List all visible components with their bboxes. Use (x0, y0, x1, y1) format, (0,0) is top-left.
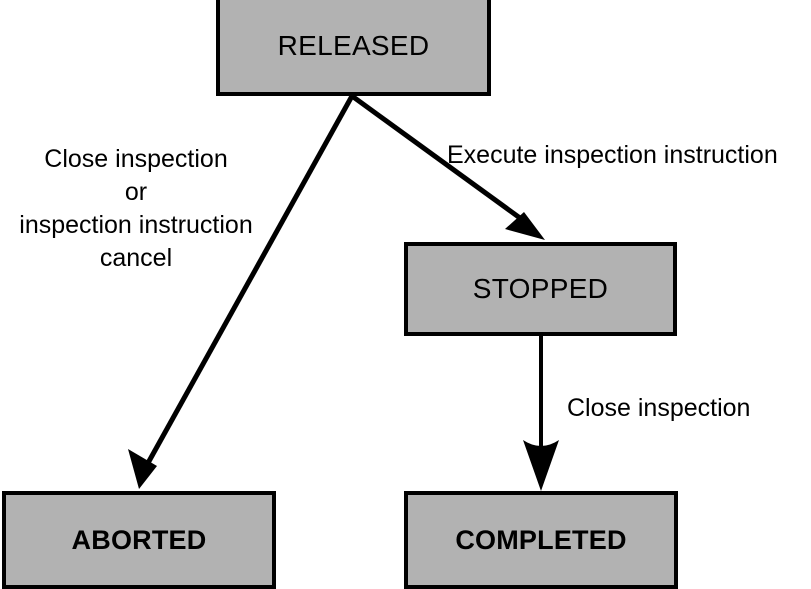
edge-label-line: Execute inspection instruction (447, 141, 778, 169)
state-node-released[interactable]: RELEASED (216, 0, 491, 96)
state-label-released: RELEASED (277, 30, 430, 61)
edge-label-line: cancel (99, 244, 173, 272)
edge-stopped-to-completed (523, 336, 559, 491)
state-node-completed[interactable]: COMPLETED (404, 491, 678, 589)
state-label-stopped: STOPPED (472, 273, 609, 304)
edge-label-line: or (124, 178, 148, 206)
edge-label-line: Close inspection (567, 394, 751, 422)
edge-label-line: Close inspection (44, 145, 228, 173)
state-label-aborted: ABORTED (71, 524, 207, 555)
edge-label-stopped-to-completed: Close inspection (567, 392, 750, 425)
state-label-completed: COMPLETED (455, 524, 627, 555)
edge-label-released-to-stopped: Execute inspection instruction (447, 139, 778, 172)
state-node-aborted[interactable]: ABORTED (2, 491, 276, 589)
edge-label-released-to-aborted: Close inspection or inspection instructi… (0, 143, 272, 275)
state-node-stopped[interactable]: STOPPED (404, 242, 677, 336)
edge-label-line: inspection instruction (19, 211, 253, 239)
